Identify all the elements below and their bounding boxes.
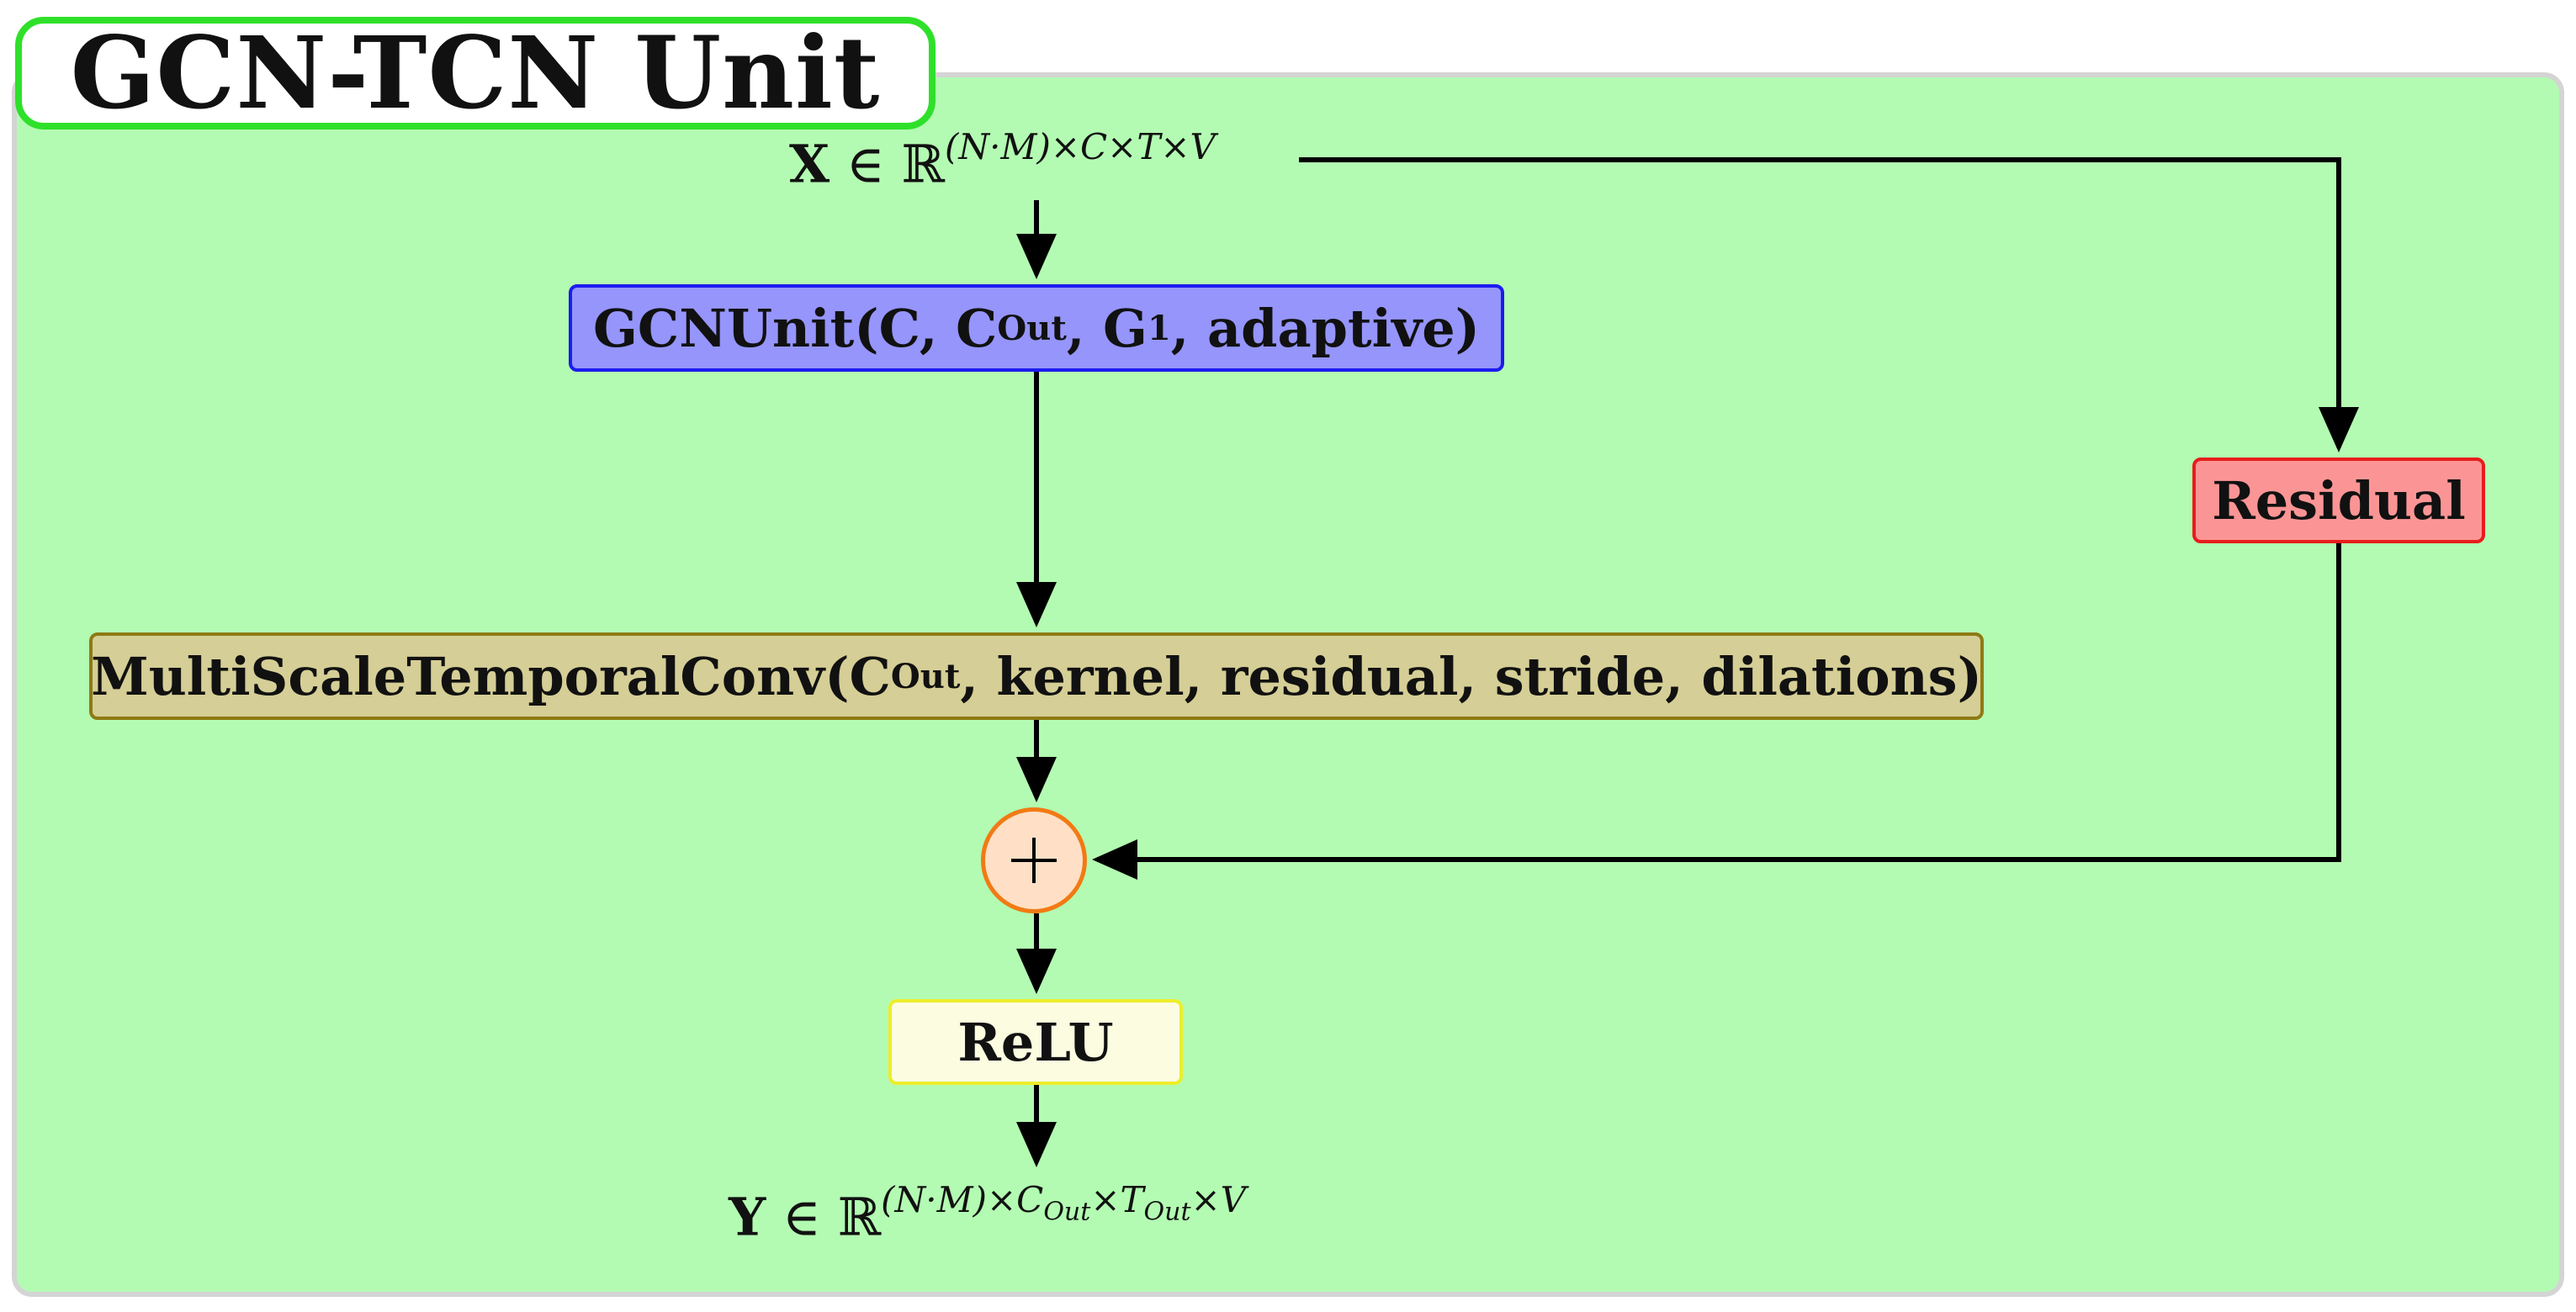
arrow-input-to-residual [1299,157,2359,452]
sum-node [981,807,1087,913]
output-rel: ∈ ℝ [766,1186,882,1248]
residual-block: Residual [2192,458,2485,543]
output-var: Y [729,1186,766,1248]
arrow-residual-to-sum [1092,543,2341,880]
output-shape: (N·M)×COut×TOut×V [881,1179,1247,1227]
input-shape: (N·M)×C×T×V [944,126,1216,167]
diagram-title: GCN-TCN Unit [70,14,881,131]
input-tensor-label: X ∈ ℝ(N·M)×C×T×V [789,130,1216,191]
plus-icon [1011,838,1057,883]
input-rel: ∈ ℝ [830,133,945,195]
title-box: GCN-TCN Unit [15,17,936,130]
relu-block: ReLU [888,999,1183,1085]
input-var: X [789,133,830,195]
output-tensor-label: Y ∈ ℝ(N·M)×COut×TOut×V [729,1182,1246,1244]
